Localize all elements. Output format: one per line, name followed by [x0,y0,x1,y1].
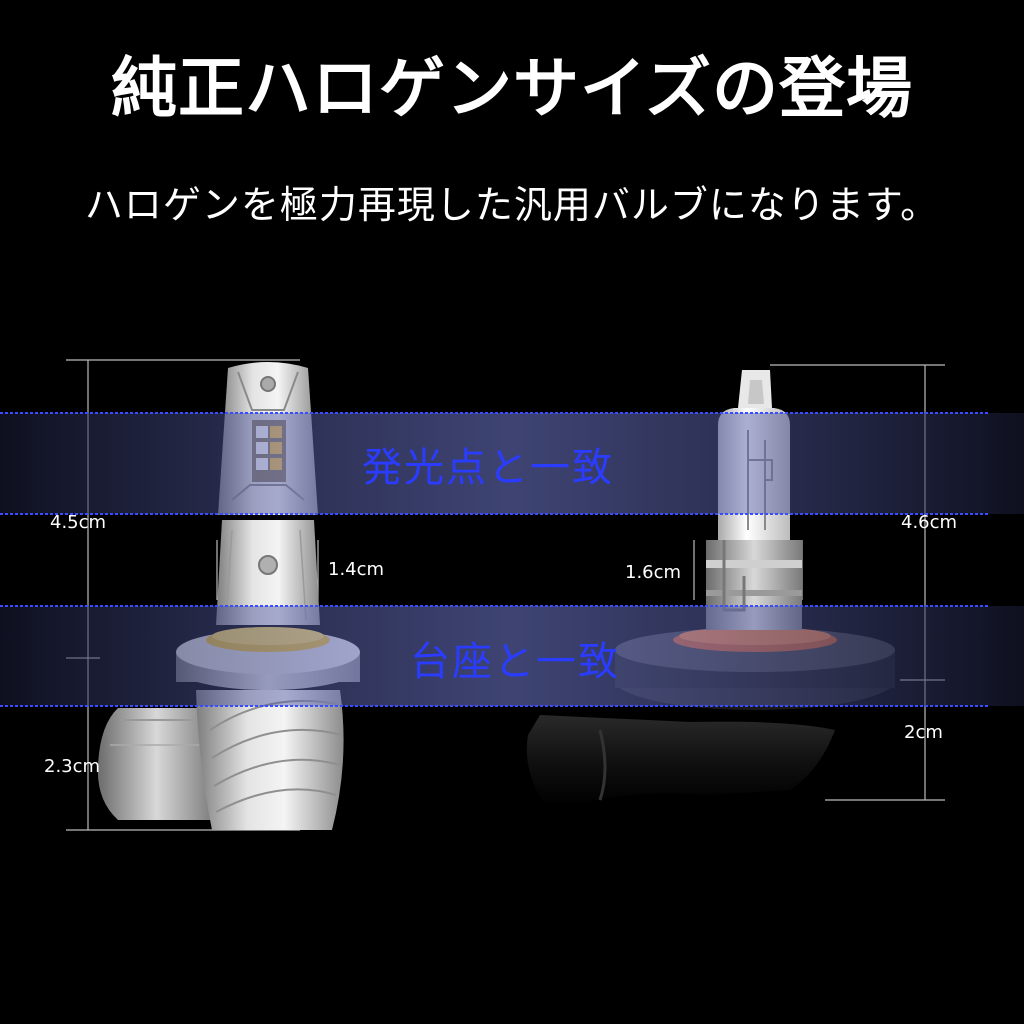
led-width-label: 1.4cm [328,559,385,580]
halogen-width-label: 1.6cm [625,562,682,583]
halogen-height-label: 4.6cm [901,512,958,533]
led-connector-label: 2.3cm [44,756,101,777]
halogen-connector-label: 2cm [904,722,943,743]
page-subtitle: ハロゲンを極力再現した汎用バルブになります。 [84,183,940,227]
focal-band-label: 発光点と一致 [362,445,614,491]
led-height-label: 4.5cm [50,512,107,533]
base-band-label: 台座と一致 [410,639,620,685]
focal-band [0,412,1024,515]
base-band [0,605,1024,707]
page-title: 純正ハロゲンサイズの登場 [110,50,914,127]
